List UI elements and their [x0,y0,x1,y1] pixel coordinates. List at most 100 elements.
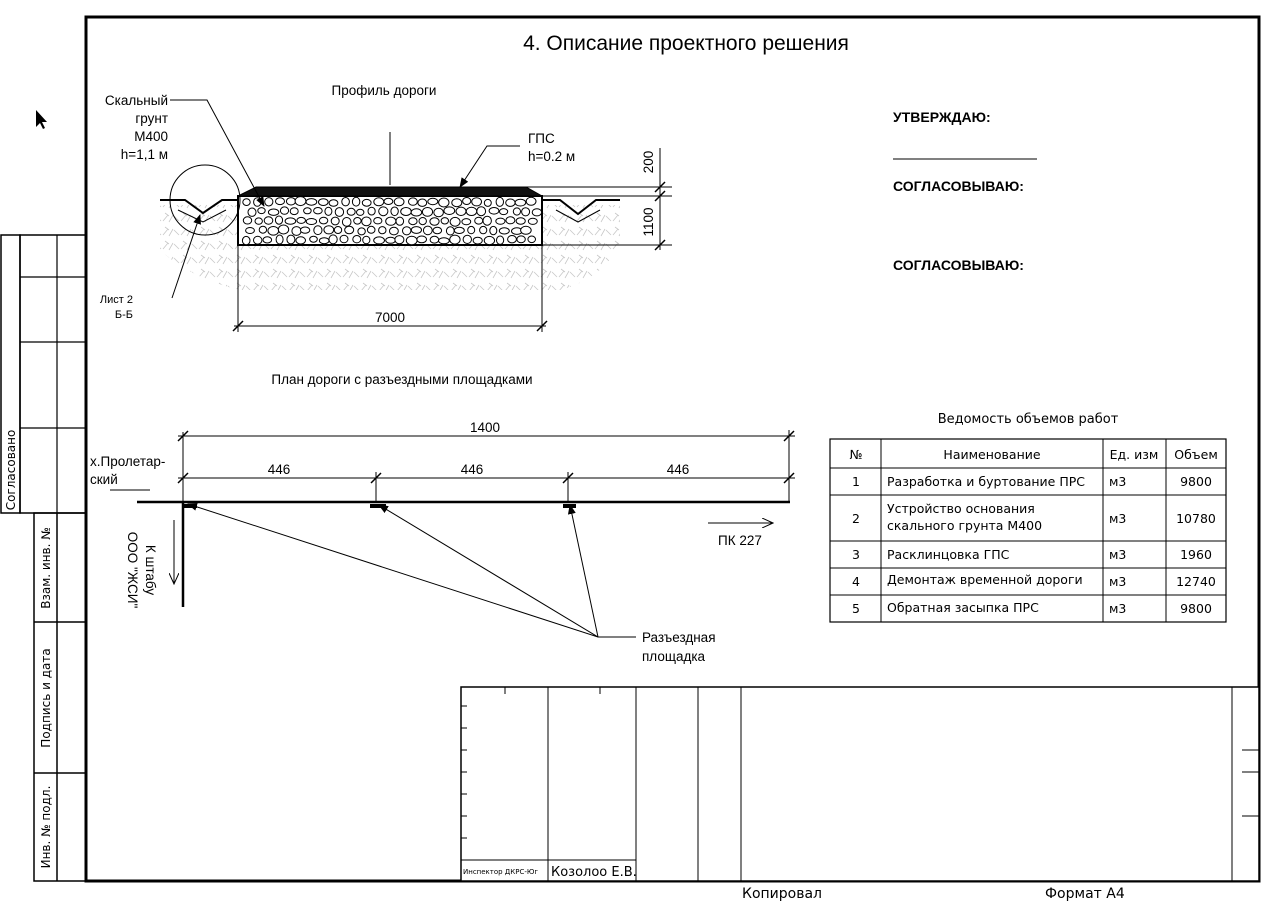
table-row-volume: 9800 [1180,474,1212,489]
rock-stone [389,226,399,236]
tb-name: Козолоо Е.В. [551,865,637,880]
plan-total: 1400 [470,420,500,435]
right-ditch-inner [555,209,601,223]
rock-stone [512,207,522,216]
rock-stone [299,226,311,234]
rock-stone [258,225,268,234]
rock-stone [254,217,263,225]
agree-label-1: СОГЛАСОВЫВАЮ: [893,178,1024,194]
rock-stones [241,196,543,246]
rock-leader [170,99,265,207]
siding-label-1: Разъездная [642,630,716,645]
rock-stone [471,197,483,207]
rock-stone [296,216,307,224]
rock-stone [527,217,538,225]
rock-stone [323,225,335,235]
title-block: Инспектор ДКРС-Юг Козолоо Е.В. Копировал… [460,686,1260,901]
rock-stone [488,207,500,215]
rock-stone [279,206,290,215]
stamp-replace-inv: Взам. инв. № [39,527,53,608]
rock-stone [353,217,362,225]
left-ditch-inner [177,209,227,223]
dim-7000: 7000 [375,310,405,325]
col-name: Наименование [943,447,1040,462]
rock-stone [433,207,444,218]
rock-stone [378,206,389,217]
side-stamp: Согласовано Взам. инв. № Подпись и дата … [0,234,87,882]
rock-stone [472,236,483,245]
rock-stone [294,196,307,207]
rock-stone [449,234,461,245]
col-volume: Объем [1174,447,1218,462]
left-label-1: х.Пролетар- [90,454,165,469]
rock-stone [385,216,397,226]
rock-stone [373,236,386,245]
rock-stone [247,207,257,217]
rock-stone [275,234,284,245]
rock-stone [445,226,455,236]
road-profile: Профиль дороги Скальный грунт М400 h=1,1… [100,83,672,332]
rock-stone [465,206,478,216]
rock-stone [264,197,274,207]
rock-stone [515,217,526,225]
rock-stone [313,225,323,236]
table-row-volume: 10780 [1176,511,1216,526]
rock-label-4: h=1,1 м [121,147,168,162]
rock-stone [505,198,516,207]
rock-stone [427,197,439,206]
rock-stone [352,235,362,244]
down-label-2: ООО "ЖСИ" [125,532,140,609]
rock-label-1: Скальный [105,93,168,108]
rock-stone [257,207,266,215]
col-unit: Ед. изм [1110,447,1159,462]
rock-stone [432,226,443,235]
rock-stone [483,198,492,207]
works-table: Ведомость объемов работ № Наименование Е… [829,412,1227,623]
dim-200: 200 [641,151,656,174]
gps-label-1: ГПС [528,131,555,146]
rock-stone [422,225,433,236]
table-row-name: Расклинцовка ГПС [887,547,1010,562]
rock-stone [366,225,376,234]
rock-stone [438,237,450,245]
tb-format: Формат А4 [1045,886,1125,901]
table-row-unit: м3 [1109,601,1126,616]
rock-stone [499,208,509,216]
rock-stone [474,216,484,225]
rock-stone [291,226,302,236]
rock-stone [318,237,330,245]
rock-stone [483,235,496,246]
rock-stone [421,207,434,217]
road-plan: План дороги с разъездными площадками 140… [90,372,795,664]
left-ditch [160,199,238,215]
approvals-block: УТВЕРЖДАЮ: СОГЛАСОВЫВАЮ: СОГЛАСОВЫВАЮ: [893,109,1037,273]
table-row-name: Устройство основания [887,501,1035,516]
works-table-title: Ведомость объемов работ [938,412,1119,427]
stamp-agreed: Согласовано [4,430,18,511]
dim-1100: 1100 [641,207,656,236]
table-row-unit: м3 [1109,574,1126,589]
rock-stone [324,206,333,216]
rock-stone [305,218,318,225]
segment-2: 446 [461,462,484,477]
rock-stone [408,217,418,226]
rock-stone [395,216,405,226]
rock-stone [284,217,297,225]
rock-stone [267,226,280,236]
col-num: № [849,447,862,462]
approve-label: УТВЕРЖДАЮ: [893,109,991,125]
rock-stone [328,199,339,207]
rock-stone [362,235,371,245]
table-row-name: Демонтаж временной дороги [887,572,1083,587]
rock-stone [443,206,456,215]
agree-label-2: СОГЛАСОВЫВАЮ: [893,257,1024,273]
rock-stone [346,207,356,216]
rock-stone [305,198,318,206]
rock-stone [495,196,504,207]
plan-heading: План дороги с разъездными площадками [271,372,532,387]
cursor-icon [36,110,47,129]
rock-stone [525,196,537,206]
rock-stone [429,217,440,226]
